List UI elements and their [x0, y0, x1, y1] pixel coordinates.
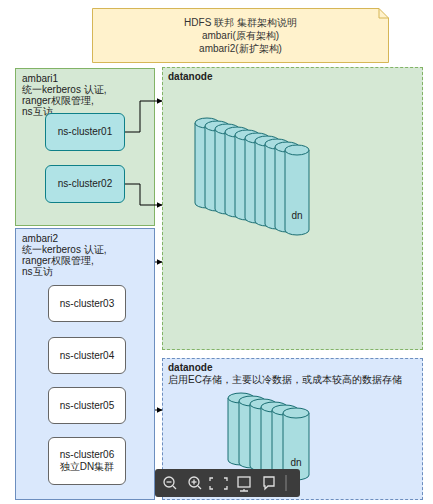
cluster-group: ambari2统一kerberos 认证, ranger权限管理, ns互访 ns…: [15, 228, 155, 500]
node-heading: ns-cluster06 独立DN集群: [49, 449, 125, 473]
node-heading: ambari2: [22, 233, 127, 244]
node-heading: ns-cluster03: [49, 298, 125, 310]
namespace-box: ns-cluster03: [48, 285, 126, 322]
disk-label: dn: [291, 210, 302, 221]
namespace-box: ns-cluster04: [48, 337, 126, 374]
connector-arrow: [155, 262, 162, 263]
node-heading: HDFS 联邦 集群架构说明: [184, 16, 297, 29]
namespace-box: ns-cluster01: [45, 113, 125, 151]
connector-arrow: [155, 410, 162, 411]
node-heading: datanode: [168, 362, 408, 374]
node-heading: ns-cluster02: [46, 178, 124, 190]
node-heading: ambari1: [22, 73, 127, 84]
node-text: 统一kerberos 认证, ranger权限管理, ns互访: [22, 244, 127, 277]
node-heading: datanode: [168, 71, 408, 83]
cluster-group: ambari1统一kerberos 认证, ranger权限管理, ns互访ns…: [15, 68, 155, 226]
datanode-group: datanode: [162, 67, 423, 350]
node-text: 启用EC存储，主要以冷数据，或成本较高的数据存储: [168, 374, 408, 386]
note-fold: [379, 9, 389, 19]
node-heading: ns-cluster05: [49, 400, 125, 412]
disk-label: dn: [290, 457, 301, 468]
node-heading: ns-cluster04: [49, 350, 125, 362]
datanode-group: datanode启用EC存储，主要以冷数据，或成本较高的数据存储: [162, 358, 423, 500]
node-text: ambari2(新扩架构): [199, 42, 282, 55]
namespace-box: ns-cluster06 独立DN集群: [48, 437, 126, 485]
note-shape: [93, 9, 389, 63]
namespace-box: ns-cluster05: [48, 387, 126, 424]
node-heading: ns-cluster01: [46, 126, 124, 138]
note-box: HDFS 联邦 集群架构说明ambari(原有架构)ambari2(新扩架构): [92, 8, 389, 63]
node-text: ambari(原有架构): [202, 29, 279, 42]
namespace-box: ns-cluster02: [45, 165, 125, 203]
